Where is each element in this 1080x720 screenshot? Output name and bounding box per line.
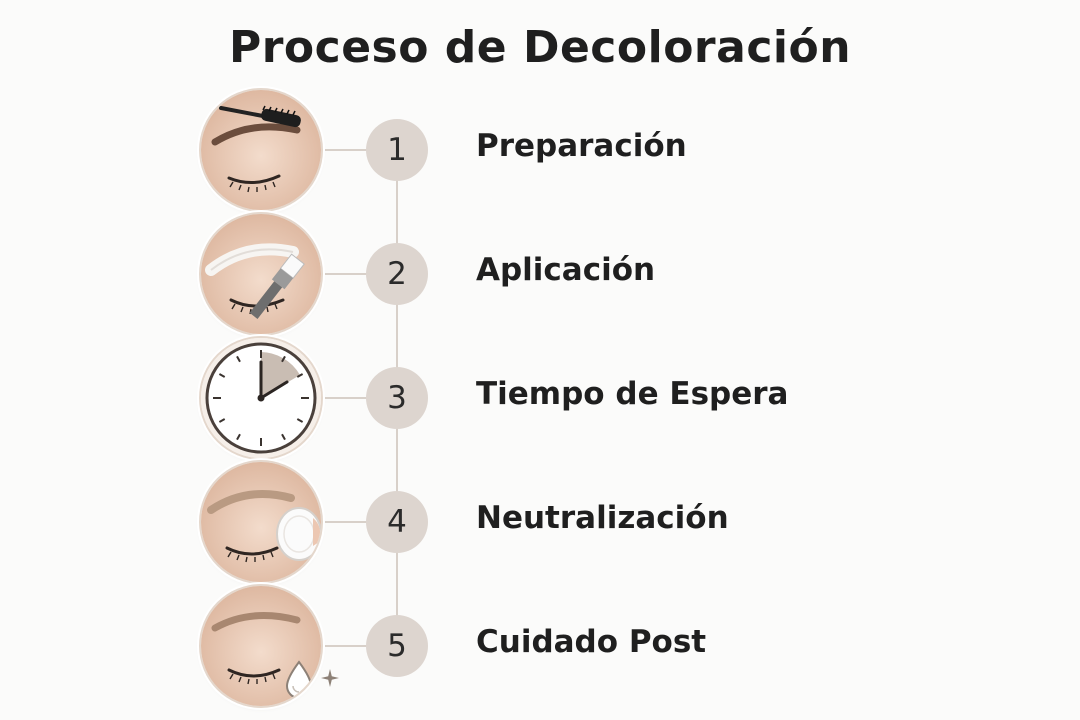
sparkle-icon [321, 669, 339, 687]
step-link [318, 149, 378, 151]
step-2: 2 Aplicación [0, 212, 1080, 336]
step-number: 1 [366, 119, 428, 181]
cotton-pad-icon [201, 462, 321, 582]
eyebrow-brush-icon [201, 90, 321, 210]
page-title: Proceso de Decoloración [228, 22, 852, 73]
step-label: Tiempo de Espera [476, 376, 789, 412]
step-number: 3 [366, 367, 428, 429]
step-label: Preparación [476, 128, 687, 164]
step-label: Aplicación [476, 252, 656, 288]
step-link [318, 273, 378, 275]
bleach-brush-icon [201, 214, 321, 334]
step-number: 2 [366, 243, 428, 305]
step-number: 4 [366, 491, 428, 553]
clock-icon [201, 338, 321, 458]
step-number: 5 [366, 615, 428, 677]
step-label: Neutralización [476, 500, 729, 536]
step-link [318, 397, 378, 399]
drop-sparkle-icon [201, 586, 321, 706]
step-3: 3 Tiempo de Espera [0, 336, 1080, 460]
step-link [318, 521, 378, 523]
step-5: 5 Cuidado Post [0, 584, 1080, 708]
step-label: Cuidado Post [476, 624, 707, 660]
step-link [318, 645, 378, 647]
step-4: 4 Neutralización [0, 460, 1080, 584]
step-1: 1 Preparación [0, 88, 1080, 212]
